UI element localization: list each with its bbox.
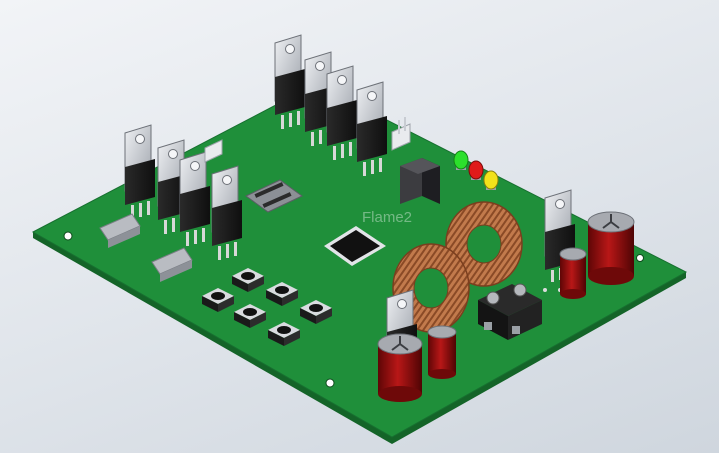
to220-regulator	[356, 81, 387, 176]
tactile-button	[202, 288, 234, 312]
led-green	[453, 150, 469, 170]
electrolytic-capacitor-front-right	[427, 325, 457, 379]
mount-hole	[325, 378, 335, 388]
mount-hole	[63, 231, 73, 241]
electrolytic-capacitor-front-left	[377, 333, 423, 402]
via	[543, 288, 547, 292]
tactile-button	[234, 304, 266, 328]
led-group	[453, 150, 499, 190]
pin-header-vertical	[204, 117, 411, 163]
pin-header-angled	[99, 213, 193, 282]
tactile-button	[266, 282, 298, 306]
black-box-component	[400, 158, 440, 204]
regulator-group-top	[274, 34, 387, 176]
to220-regulator	[326, 65, 357, 160]
tactile-button	[268, 322, 300, 346]
watermark-text: Flame2	[362, 209, 412, 226]
smd-inductor	[245, 179, 303, 213]
regulator-group-left	[124, 124, 242, 260]
led-yellow	[483, 170, 499, 190]
tactile-button	[300, 300, 332, 324]
to220-regulator	[124, 124, 155, 219]
toroid-inductor-back	[445, 201, 523, 287]
to220-regulator	[179, 151, 210, 246]
to220-regulator	[211, 165, 242, 260]
tactile-button	[232, 268, 264, 292]
led-red	[468, 160, 484, 180]
electrolytic-capacitor-large-right	[587, 211, 635, 285]
electrolytic-capacitor-small-right	[559, 247, 587, 299]
mount-hole	[636, 254, 644, 262]
to220-regulator	[157, 139, 188, 234]
ic-chip	[324, 226, 386, 266]
tactile-button-array	[202, 268, 332, 346]
terminal-block	[478, 283, 542, 340]
to220-regulator	[274, 34, 305, 129]
